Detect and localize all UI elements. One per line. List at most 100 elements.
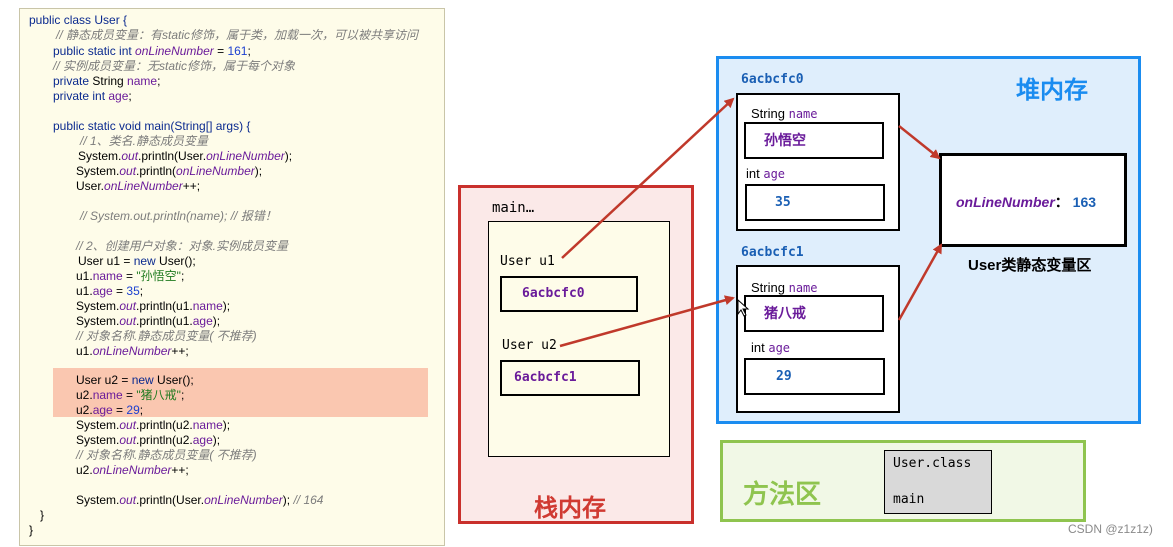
code-text: u2. bbox=[76, 463, 93, 477]
code-text: System. bbox=[76, 433, 120, 447]
object2-name-label: String name bbox=[751, 280, 818, 295]
code-line-print-static-2: System.out.println(onLineNumber); bbox=[76, 164, 262, 179]
class-info-box bbox=[884, 450, 992, 514]
code-text: System. bbox=[76, 314, 120, 328]
code-text: User u2 = bbox=[76, 373, 132, 387]
code-field: onLineNumber bbox=[176, 164, 255, 178]
code-text: = bbox=[112, 403, 127, 417]
code-field: onLineNumber bbox=[206, 149, 285, 163]
code-field: onLineNumber bbox=[92, 344, 172, 358]
code-line-print-static: System.out.println(User.onLineNumber); bbox=[78, 149, 292, 164]
static-variable-entry: onLineNumber： 163 bbox=[956, 192, 1096, 212]
object1-name-label: String name bbox=[751, 106, 818, 121]
code-line-print-u1-age: System.out.println(u1.age); bbox=[76, 314, 220, 329]
code-line-u1-name: u1.name = "孙悟空"; bbox=[76, 269, 184, 284]
code-type: String bbox=[92, 74, 128, 88]
code-text: System. bbox=[78, 149, 122, 163]
code-comment: // 164 bbox=[293, 493, 324, 507]
code-text: public class User { bbox=[29, 13, 128, 27]
watermark-text: CSDN @z1z1z) bbox=[1068, 522, 1153, 536]
code-text: .println(u1. bbox=[136, 314, 193, 328]
code-line-print-u1-name: System.out.println(u1.name); bbox=[76, 299, 230, 314]
code-text: ); bbox=[284, 149, 293, 163]
code-line-age-field: private int age; bbox=[53, 89, 132, 104]
code-text: User(); bbox=[153, 373, 194, 387]
code-keyword: new bbox=[133, 254, 156, 268]
code-text: System. bbox=[76, 164, 120, 178]
code-field: name bbox=[92, 388, 123, 402]
code-text: ); bbox=[282, 493, 294, 507]
static-area-label: User类静态变量区 bbox=[968, 257, 1092, 274]
code-line-u1-age: u1.age = 35; bbox=[76, 284, 143, 299]
code-line-close-main: } bbox=[40, 508, 45, 522]
code-text: u1. bbox=[76, 269, 93, 283]
method-area-title: 方法区 bbox=[743, 479, 822, 509]
type-text: String bbox=[751, 106, 785, 121]
code-out: out bbox=[121, 149, 139, 163]
code-field: name bbox=[192, 418, 223, 432]
code-line-print-u2-name: System.out.println(u2.name); bbox=[76, 418, 230, 433]
code-text: .println(User. bbox=[136, 493, 205, 507]
object2-age-value: 29 bbox=[744, 358, 885, 395]
code-text: User u1 = bbox=[78, 254, 134, 268]
code-semicolon: ; bbox=[157, 74, 161, 88]
u1-reference-box: 6acbcfc0 bbox=[500, 276, 638, 312]
code-text: = bbox=[112, 284, 127, 298]
code-out: out bbox=[119, 493, 137, 507]
code-text: ; bbox=[139, 284, 144, 298]
code-text: ; bbox=[180, 269, 185, 283]
code-line-u1-increment: u1.onLineNumber++; bbox=[76, 344, 189, 359]
code-line-new-u1: User u1 = new User(); bbox=[78, 254, 196, 269]
code-out: out bbox=[119, 299, 137, 313]
object2-name-value: 猪八戒 bbox=[744, 295, 884, 332]
code-text: ); bbox=[222, 418, 231, 432]
code-text: u1. bbox=[76, 344, 93, 358]
code-field: onLineNumber bbox=[204, 493, 283, 507]
code-number: 29 bbox=[126, 403, 140, 417]
code-field: age bbox=[192, 433, 213, 447]
code-text: ); bbox=[212, 433, 221, 447]
code-field: name bbox=[92, 269, 123, 283]
field-text: name bbox=[788, 107, 818, 121]
field-text: age bbox=[763, 167, 786, 181]
u2-reference-box: 6acbcfc1 bbox=[500, 360, 640, 396]
code-text: ); bbox=[212, 314, 221, 328]
code-out: out bbox=[119, 433, 137, 447]
code-keyword: private int bbox=[53, 89, 109, 103]
code-text: System. bbox=[76, 493, 120, 507]
code-text: User. bbox=[76, 179, 105, 193]
code-line-static-field: public static int onLineNumber = 161; bbox=[53, 44, 251, 59]
code-line-u2-increment: u2.onLineNumber++; bbox=[76, 463, 189, 478]
code-number: 35 bbox=[126, 284, 140, 298]
object1-name-value: 孙悟空 bbox=[744, 122, 884, 159]
code-semicolon: ; bbox=[128, 89, 132, 103]
code-field: age bbox=[108, 89, 129, 103]
code-out: out bbox=[119, 418, 137, 432]
code-line-u2-age: u2.age = 29; bbox=[76, 403, 143, 418]
code-comment-not-recommended-1: // 对象名称.静态成员变量( 不推荐) bbox=[76, 329, 257, 343]
code-text: ; bbox=[180, 388, 185, 402]
code-keyword: private bbox=[53, 74, 93, 88]
code-text: .println(u2. bbox=[136, 418, 193, 432]
code-text: .println(u1. bbox=[136, 299, 193, 313]
main-stack-frame bbox=[488, 221, 670, 457]
code-field: onLineNumber bbox=[92, 463, 172, 477]
main-frame-label: main… bbox=[492, 200, 535, 216]
u1-to-object1-arrow bbox=[561, 97, 735, 259]
code-text: ++; bbox=[182, 179, 201, 193]
type-text: String bbox=[751, 280, 785, 295]
code-string: "孙悟空" bbox=[136, 269, 181, 283]
code-out: out bbox=[119, 164, 137, 178]
code-field: onLineNumber bbox=[135, 44, 214, 58]
code-text: .println(u2. bbox=[136, 433, 193, 447]
code-line-new-u2: User u2 = new User(); bbox=[76, 373, 194, 388]
code-text: ); bbox=[254, 164, 263, 178]
code-text: .println(User. bbox=[138, 149, 207, 163]
static-colon: ： bbox=[1054, 194, 1069, 210]
static-field-name: onLineNumber bbox=[956, 194, 1055, 210]
mouse-cursor-icon bbox=[737, 298, 750, 317]
code-panel bbox=[19, 8, 445, 546]
u2-variable-label: User u2 bbox=[502, 338, 557, 353]
code-comment-static: // 静态成员变量：有static修饰，属于类，加载一次，可以被共享访问 bbox=[56, 28, 419, 42]
code-comment-not-recommended-2: // 对象名称.静态成员变量( 不推荐) bbox=[76, 448, 257, 462]
